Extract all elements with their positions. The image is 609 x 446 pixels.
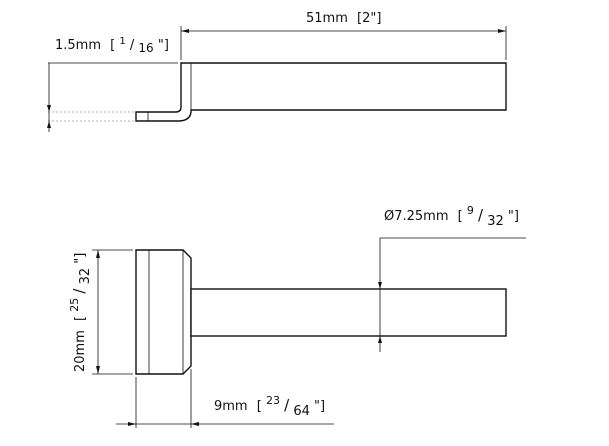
top-view: Ø7.25mm [ 9 / 32 "] 20mm [ 25 / 32 "] 9m… — [67, 203, 526, 428]
width-fraction-slash: / — [284, 396, 290, 414]
thickness-bracket-open: [ — [110, 38, 115, 53]
height-dimension-label: 20mm [ 25 / 32 "] — [67, 253, 93, 372]
side-view: 51mm [2"] 1.5mm [ 1 / 16 "] — [47, 11, 507, 132]
length-arrow-left — [181, 29, 189, 33]
width-fraction-num: 23 — [266, 394, 280, 407]
diameter-arrow-top — [378, 282, 382, 289]
thickness-arrow-top — [47, 105, 51, 112]
height-metric: 20mm — [73, 330, 88, 372]
diameter-metric: Ø7.25mm — [384, 209, 449, 224]
thickness-fraction-num: 1 — [119, 36, 125, 47]
thickness-arrow-bottom — [47, 121, 51, 128]
thickness-fraction-slash: / — [130, 38, 135, 53]
side-view-part-outline — [135, 62, 507, 122]
height-fraction-den: 32 — [78, 268, 93, 285]
width-bracket-close: "] — [314, 399, 325, 414]
diameter-fraction-slash: / — [478, 206, 484, 224]
height-arrow-top — [96, 250, 100, 258]
diameter-fraction-den: 32 — [487, 214, 504, 229]
thickness-dimension-label: 1.5mm [ 1 / 16 "] — [55, 33, 169, 56]
width-arrow-left — [128, 422, 136, 426]
thickness-metric: 1.5mm — [55, 38, 101, 53]
diameter-bracket-close: "] — [508, 209, 519, 224]
length-imperial: [2"] — [357, 11, 381, 26]
diameter-arrow-bottom — [378, 336, 382, 343]
diameter-dimension-label: Ø7.25mm [ 9 / 32 "] — [384, 203, 519, 229]
length-dimension-label: 51mm [2"] — [306, 11, 381, 26]
length-metric: 51mm — [306, 11, 348, 26]
diameter-fraction-num: 9 — [467, 204, 474, 217]
width-bracket-open: [ — [257, 399, 262, 414]
width-dimension-label: 9mm [ 23 / 64 "] — [214, 393, 325, 419]
length-arrow-right — [498, 29, 506, 33]
height-fraction-num: 25 — [68, 298, 81, 312]
height-bracket-close: "] — [73, 253, 88, 264]
width-fraction-den: 64 — [293, 404, 310, 419]
height-arrow-bottom — [96, 366, 100, 374]
thickness-fraction-den: 16 — [138, 41, 153, 55]
shaft-outline — [190, 288, 507, 337]
diameter-bracket-open: [ — [458, 209, 463, 224]
height-fraction-slash: / — [70, 288, 88, 294]
width-arrow-right — [191, 422, 199, 426]
height-bracket-open: [ — [73, 316, 88, 321]
width-metric: 9mm — [214, 399, 248, 414]
thickness-bracket-close: "] — [158, 38, 169, 53]
